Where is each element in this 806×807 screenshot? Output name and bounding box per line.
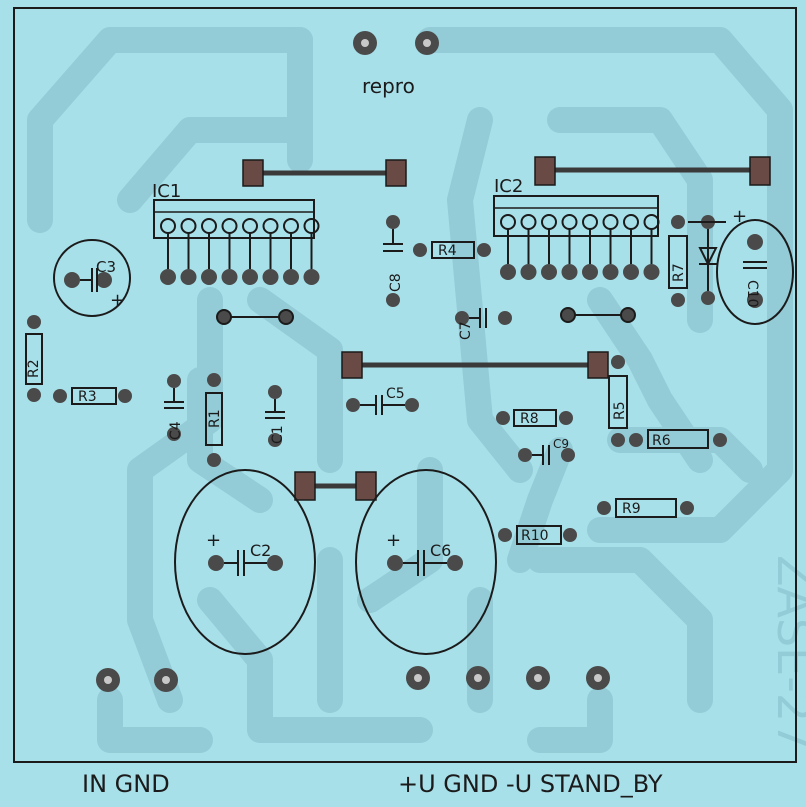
ic1-pin-pad xyxy=(283,269,299,285)
resistor-r3: R3 xyxy=(53,387,132,405)
resistor-r1: R1 xyxy=(205,373,223,467)
r8-label: R8 xyxy=(520,411,539,427)
resistor-r7: R7 xyxy=(668,215,688,307)
c2-label: C2 xyxy=(250,541,271,560)
c10-label: C10 xyxy=(744,280,760,308)
capacitor-c3: C3 + xyxy=(53,239,131,317)
r3-label: R3 xyxy=(78,389,97,405)
r4-label: R4 xyxy=(438,243,457,259)
capacitor-c9: C9 xyxy=(518,437,575,465)
c10-plus: + xyxy=(732,206,747,227)
repro-label: repro xyxy=(362,74,415,98)
ic2-label: IC2 xyxy=(494,176,523,197)
ic2-pin-pad xyxy=(602,264,619,280)
r5-label: R5 xyxy=(612,401,628,420)
capacitor-c1: C1 xyxy=(265,385,286,447)
board-outline xyxy=(13,7,797,763)
output-connector xyxy=(353,31,439,55)
ic1-pin-pad xyxy=(221,269,238,285)
capacitor-c4: C4 xyxy=(164,374,184,441)
r9-label: R9 xyxy=(622,501,641,517)
capacitor-c2: C2 + xyxy=(174,469,316,655)
c5-label: C5 xyxy=(386,386,405,402)
c2-plus: + xyxy=(206,530,221,551)
ic1-label: IC1 xyxy=(152,181,181,202)
resistor-r5: R5 xyxy=(608,355,628,447)
c6-label: C6 xyxy=(430,541,451,560)
c8-label: C8 xyxy=(388,273,404,292)
r7-label: R7 xyxy=(671,263,687,282)
power-connector-label: +U GND -U STAND_BY xyxy=(398,770,663,798)
r6-label: R6 xyxy=(652,433,671,449)
bottom-connector-pads xyxy=(96,666,610,692)
ic2-pin-pad xyxy=(520,264,537,280)
c9-label: C9 xyxy=(553,437,569,451)
resistor-r2: R2 xyxy=(25,315,43,402)
ic1-pin-pad xyxy=(303,269,320,285)
c3-plus: + xyxy=(110,290,125,311)
resistor-r4: R4 xyxy=(413,241,491,259)
resistor-r8: R8 xyxy=(496,409,573,427)
ic2-pin-pad xyxy=(541,264,557,280)
input-connector-label: IN GND xyxy=(82,770,170,798)
diode-icon xyxy=(698,247,718,267)
resistor-r6: R6 xyxy=(629,429,727,449)
resistor-r9: R9 xyxy=(597,498,694,518)
ic2-pin-pad xyxy=(582,264,598,280)
ic2: IC2 xyxy=(493,176,660,280)
c6-plus: + xyxy=(386,530,401,551)
capacitor-c6: C6 + xyxy=(355,469,497,655)
ic2-pin-pad xyxy=(561,264,578,280)
resistor-r10: R10 xyxy=(498,525,577,545)
capacitor-c7: C7 xyxy=(455,308,512,340)
board-watermark: ZASE-27 xyxy=(767,555,806,751)
c1-label: C1 xyxy=(270,425,286,444)
capacitor-c5: C5 xyxy=(346,386,419,415)
wire-links xyxy=(216,307,636,325)
ic1-pin-pad xyxy=(242,269,258,285)
ic1: IC1 xyxy=(152,181,320,285)
ic1-pin-pad xyxy=(160,269,176,285)
ic1-pin-pad xyxy=(180,269,197,285)
ic2-pin-pad xyxy=(500,264,516,280)
diode-d1 xyxy=(688,215,726,305)
ic1-legs xyxy=(160,233,320,285)
capacitor-c8: C8 xyxy=(383,215,404,307)
ic2-pin-pad xyxy=(643,264,660,280)
jumper-wires xyxy=(242,156,771,501)
ic1-pin-pad xyxy=(201,269,217,285)
ic2-pin-pad xyxy=(623,264,639,280)
capacitor-c10: C10 + xyxy=(716,206,794,325)
r10-label: R10 xyxy=(521,528,549,544)
ic1-pin-pad xyxy=(262,269,279,285)
r2-label: R2 xyxy=(26,359,42,378)
c7-label: C7 xyxy=(458,321,474,340)
ic2-legs xyxy=(500,229,660,280)
c3-label: C3 xyxy=(96,258,116,276)
c4-label: C4 xyxy=(168,421,184,440)
r1-label: R1 xyxy=(207,409,223,428)
